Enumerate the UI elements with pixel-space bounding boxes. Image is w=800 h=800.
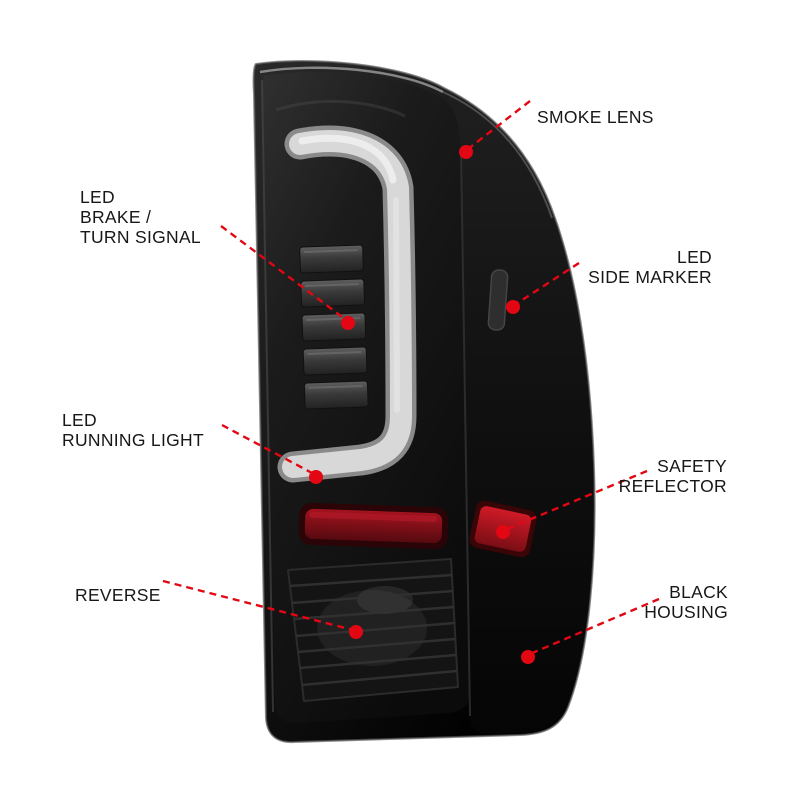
dot-smoke-lens	[459, 145, 473, 159]
callout-label-safety-reflector: SAFETY REFLECTOR	[618, 456, 727, 496]
callout-led-running-light: LED RUNNING LIGHT	[62, 390, 204, 450]
callout-label-led-running-light: LED RUNNING LIGHT	[62, 410, 204, 450]
leader-safety-reflector	[506, 469, 648, 531]
dot-brake-turn	[341, 316, 355, 330]
callout-led-side-marker: LED SIDE MARKER	[588, 227, 712, 287]
leader-running-light	[221, 423, 315, 476]
dot-running-light	[309, 470, 323, 484]
leader-reverse	[162, 579, 354, 632]
dot-side-marker	[506, 300, 520, 314]
dot-safety-reflector	[496, 525, 510, 539]
leader-dots	[309, 145, 535, 664]
callout-label-led-brake-turn-signal: LED BRAKE / TURN SIGNAL	[80, 187, 201, 247]
callout-reverse: REVERSE	[75, 565, 161, 605]
callout-label-black-housing: BLACK HOUSING	[644, 582, 728, 622]
callout-label-reverse: REVERSE	[75, 585, 161, 605]
reverse-light	[287, 558, 459, 702]
led-side-marker-lamp	[487, 269, 509, 331]
safety-reflector-main	[298, 502, 449, 550]
callout-black-housing: BLACK HOUSING	[644, 562, 728, 622]
callout-safety-reflector: SAFETY REFLECTOR	[619, 436, 727, 496]
callout-led-brake-turn-signal: LED BRAKE / TURN SIGNAL	[80, 167, 201, 247]
led-brake-turn-array	[299, 244, 369, 410]
housing-side-panel	[444, 92, 594, 734]
callout-label-smoke-lens: SMOKE LENS	[537, 107, 654, 127]
leader-smoke-lens	[467, 100, 531, 150]
leader-brake-turn	[220, 225, 346, 320]
dot-reverse	[349, 625, 363, 639]
dot-black-housing	[521, 650, 535, 664]
callout-label-led-side-marker: LED SIDE MARKER	[588, 247, 712, 287]
leader-lines	[162, 100, 660, 656]
housing-rim-highlights	[259, 66, 553, 717]
led-light-bar	[277, 125, 417, 483]
leader-side-marker	[515, 261, 580, 306]
callout-smoke-lens: SMOKE LENS	[537, 87, 654, 127]
